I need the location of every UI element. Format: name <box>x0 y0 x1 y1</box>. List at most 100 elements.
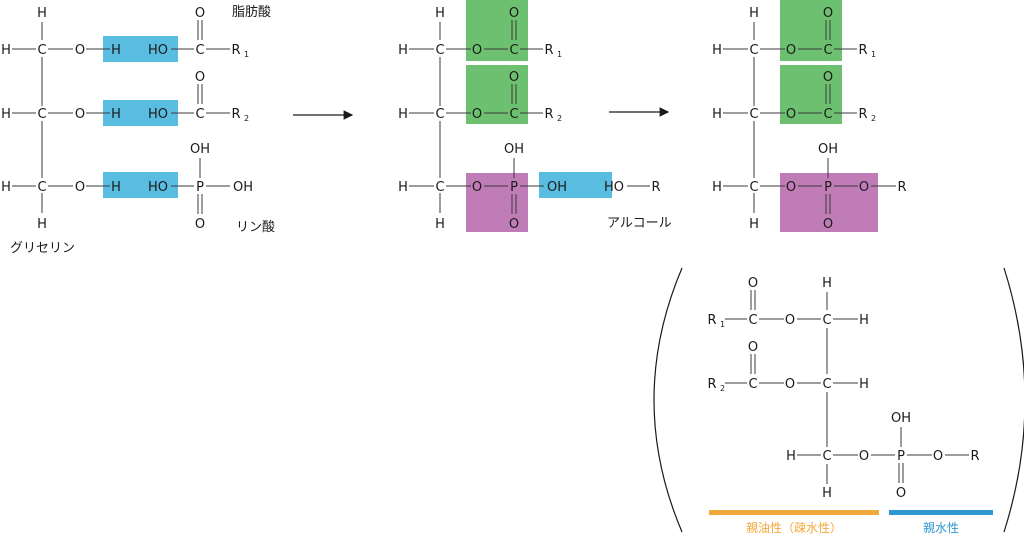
atom-p: P <box>510 180 518 195</box>
hydrophilic-label: 親水性 <box>923 521 959 535</box>
atom-h: H <box>749 6 759 21</box>
atom-c: C <box>749 180 758 195</box>
atom-o: O <box>472 43 482 58</box>
atom-r: R <box>858 107 867 122</box>
atom-h: H <box>435 217 445 232</box>
atom-c: C <box>822 313 831 328</box>
lipophilic-bar <box>709 510 879 515</box>
atom-c: C <box>823 107 832 122</box>
atom-h: H <box>398 107 408 122</box>
atom-o: O <box>472 180 482 195</box>
atom-r: R <box>707 377 716 392</box>
subscript: 1 <box>244 50 249 59</box>
atom-o: O <box>75 107 85 122</box>
atom-c: C <box>748 377 757 392</box>
atom-oh: OH <box>233 180 253 195</box>
atom-p: P <box>824 180 832 195</box>
atom-o: O <box>195 6 205 21</box>
atom-oh: OH <box>504 142 524 157</box>
atom-o: O <box>472 107 482 122</box>
atom-c: C <box>435 107 444 122</box>
phospholipid-polarity-structure: R 1 C O O C H H R 2 C O O C H H C H <box>653 267 1024 535</box>
ester-highlight <box>780 0 842 61</box>
phosphoric-acid-label: リン酸 <box>236 220 275 235</box>
atom-o: O <box>748 276 758 291</box>
atom-h: H <box>786 449 796 464</box>
stage-3-phospholipid: H H C O H C O H C O H C O R 1 C O R 2 P … <box>712 0 907 232</box>
atom-oh: OH <box>891 411 911 426</box>
atom-h: H <box>398 180 408 195</box>
atom-r: R <box>544 43 553 58</box>
hydroxyl-highlight <box>103 36 178 62</box>
atom-h: H <box>37 6 47 21</box>
atom-o: O <box>195 217 205 232</box>
atom-r: R <box>970 449 979 464</box>
atom-h: H <box>859 377 869 392</box>
atom-o: O <box>786 107 796 122</box>
hydroxyl-highlight <box>103 100 178 126</box>
atom-o: O <box>786 43 796 58</box>
atom-ho: HO <box>148 107 168 122</box>
phosphate-highlight <box>780 173 878 232</box>
atom-o: O <box>823 6 833 21</box>
fatty-acid-label: 脂肪酸 <box>232 4 271 20</box>
atom-p: P <box>897 449 905 464</box>
atom-o: O <box>785 377 795 392</box>
atom-h: H <box>1 43 11 58</box>
subscript: 2 <box>720 384 725 393</box>
atom-oh: OH <box>818 142 838 157</box>
atom-h: H <box>1 107 11 122</box>
atom-r: R <box>231 43 240 58</box>
atom-o: O <box>195 70 205 85</box>
atom-r: R <box>897 180 906 195</box>
hydroxyl-highlight <box>103 172 178 198</box>
atom-c: C <box>195 107 204 122</box>
atom-c: C <box>509 43 518 58</box>
hydrophilic-bar <box>889 510 993 515</box>
atom-h: H <box>712 43 722 58</box>
atom-o: O <box>823 70 833 85</box>
atom-h: H <box>822 276 832 291</box>
atom-o: O <box>748 340 758 355</box>
atom-o: O <box>75 43 85 58</box>
atom-oh: OH <box>547 180 567 195</box>
subscript: 1 <box>871 50 876 59</box>
atom-c: C <box>37 43 46 58</box>
atom-h: H <box>822 486 832 501</box>
atom-h: H <box>37 217 47 232</box>
atom-h: H <box>859 313 869 328</box>
stage-2-intermediate: H H C O H C O H C O H C O R 1 C O R 2 P … <box>398 0 672 232</box>
atom-c: C <box>195 43 204 58</box>
atom-h: H <box>111 180 121 195</box>
atom-h: H <box>111 43 121 58</box>
atom-r: R <box>651 180 660 195</box>
atom-c: C <box>435 180 444 195</box>
atom-c: C <box>822 449 831 464</box>
atom-o: O <box>859 449 869 464</box>
ester-highlight <box>780 65 842 124</box>
phosphate-highlight <box>466 173 528 232</box>
atom-h: H <box>398 43 408 58</box>
right-parenthesis <box>1003 267 1024 533</box>
atom-h: H <box>712 180 722 195</box>
ester-highlight <box>466 65 528 124</box>
atom-c: C <box>748 313 757 328</box>
atom-h: H <box>435 6 445 21</box>
atom-o: O <box>823 217 833 232</box>
atom-o: O <box>75 180 85 195</box>
atom-c: C <box>509 107 518 122</box>
atom-c: C <box>749 43 758 58</box>
atom-r: R <box>858 43 867 58</box>
lipophilic-label: 親油性（疎水性） <box>746 521 842 535</box>
atom-r: R <box>707 313 716 328</box>
subscript: 2 <box>244 114 249 123</box>
atom-o: O <box>896 486 906 501</box>
atom-o: O <box>509 70 519 85</box>
atom-c: C <box>823 43 832 58</box>
atom-ho: HO <box>148 43 168 58</box>
subscript: 1 <box>720 320 725 329</box>
left-parenthesis <box>653 267 683 533</box>
ester-highlight <box>466 0 528 61</box>
atom-o: O <box>859 180 869 195</box>
